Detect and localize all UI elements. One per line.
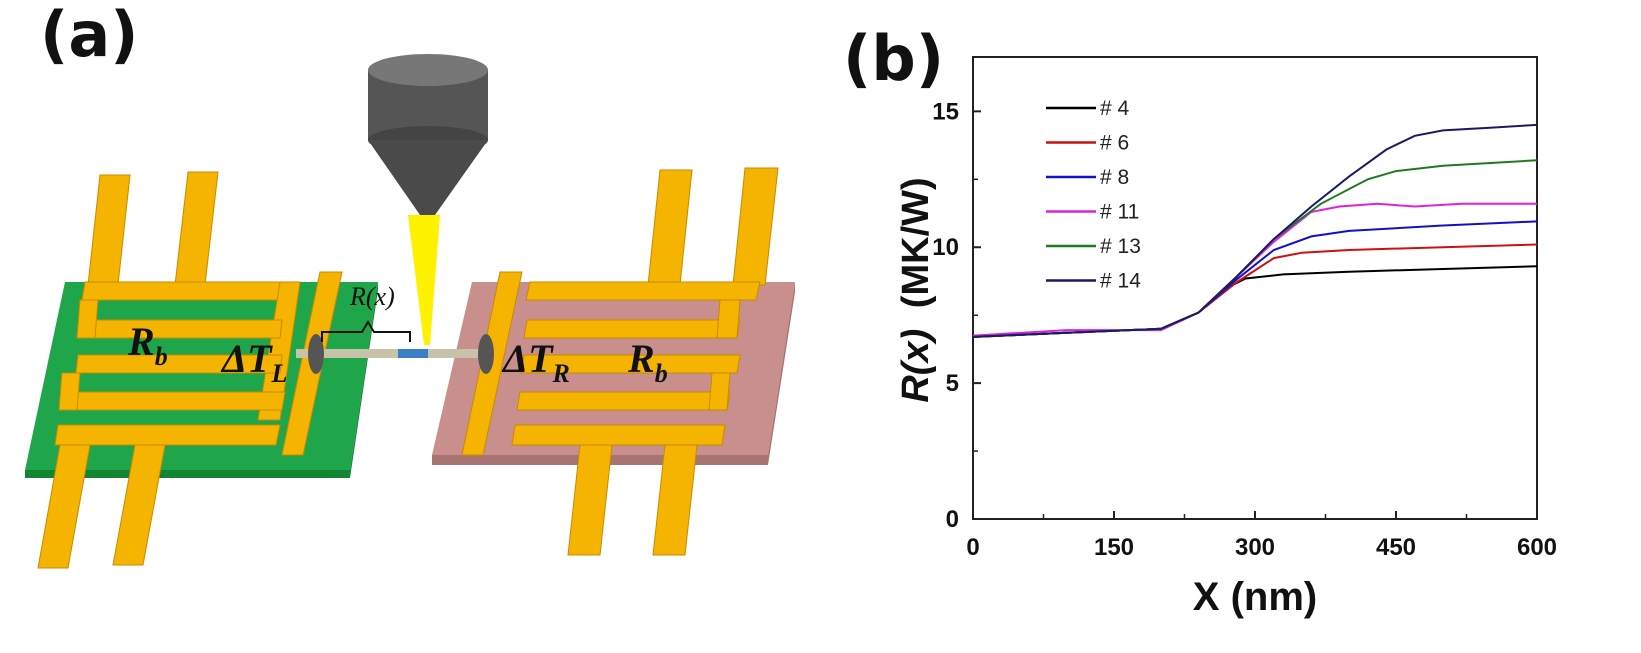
probe-tip [368,54,488,345]
right-gold-electrode [461,167,779,556]
legend-label: # 4 [1100,97,1130,120]
legend-label: # 14 [1100,270,1141,293]
x-tick-label: 450 [1376,534,1416,561]
y-tick-label: 5 [946,370,959,397]
series-line [972,159,1538,338]
legend-label: # 13 [1100,235,1141,258]
legend-label: # 8 [1100,166,1129,189]
legend-label: # 11 [1100,201,1139,224]
x-tick-label: 300 [1235,534,1275,561]
rx-probe-label: R(x) [349,282,395,311]
panel-label-a: (a) [40,0,139,71]
delta-t-right-label: ΔTR [501,336,570,388]
resistance-chart: 0 150 300 450 600 0 5 10 15 # 4 # 6 # 8 # 11 # 13 # 1… [900,56,1557,619]
plot-frame [972,56,1538,520]
series-line [972,265,1538,338]
x-tick-label: 0 [966,534,979,561]
rx-brace [321,320,411,342]
series-line [972,220,1538,338]
y-axis-units: (MK/W) [900,177,937,308]
device-schematic: R(x) Rb ΔTL ΔTR Rb [25,54,795,569]
delta-t-left-label: ΔTL [220,336,287,388]
svg-text:R(x) (MK/W): R(x) (MK/W) [900,177,937,402]
x-axis-label: X (nm) [1193,575,1317,619]
panel-label-b: (b) [843,22,945,95]
right-contact [478,334,494,374]
left-contact [308,334,324,374]
x-tick-label: 600 [1517,534,1557,561]
legend-label: # 6 [1100,132,1129,155]
y-axis-label: R(x) [900,329,937,403]
left-resistor-label: Rb [127,319,168,371]
series-line [972,123,1538,338]
nanowire [296,349,492,358]
y-tick-label: 10 [932,234,959,261]
y-tick-label: 15 [932,98,959,125]
x-tick-label: 150 [1094,534,1134,561]
right-resistor-label: Rb [627,336,668,388]
y-tick-label: 0 [946,506,959,533]
